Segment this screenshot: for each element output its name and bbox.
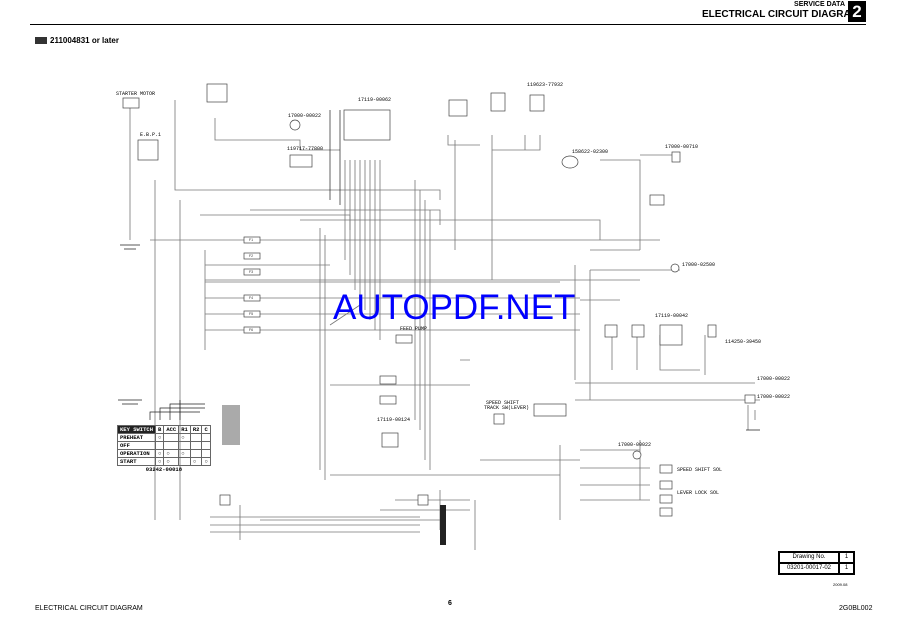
relay-symbol: [379, 395, 397, 405]
connector-block: [440, 505, 446, 545]
solenoid-symbol: [659, 480, 673, 490]
fuse-label: F2: [249, 254, 253, 258]
drawing-label: Drawing No.: [779, 552, 839, 563]
light-switch-symbol: [631, 324, 645, 338]
lamp-symbol: [289, 119, 301, 131]
serial-tag-icon: [35, 37, 47, 44]
row-label: PREHEAT: [116, 433, 157, 442]
key-switch-table: KEY SWITCH B ACC R1 R2 C PREHEAT○○ OFF O…: [116, 425, 211, 473]
serial-range: 211004831 or later: [35, 36, 119, 45]
components: [118, 83, 760, 545]
part-label: 17119-00124: [377, 417, 410, 423]
part-label: 17000-00022: [288, 113, 321, 119]
part-label: 17000-00022: [757, 394, 790, 400]
part-label: 17000-00022: [757, 376, 790, 382]
document-code: 2G0BL002: [839, 605, 873, 612]
part-label: 17119-00042: [655, 313, 688, 319]
starter-motor-label: STARTER MOTOR: [116, 91, 155, 97]
key-switch-part: 03242-00018: [145, 466, 183, 473]
fuse-label: F3: [249, 270, 253, 274]
lever-lock-sol-label: LEVER LOCK SOL: [677, 490, 719, 496]
sensor-symbol: [561, 155, 579, 169]
solenoid-symbol: [659, 464, 673, 474]
lamp-symbol: [744, 394, 756, 404]
fuse-label: F5: [249, 312, 253, 316]
row-label: OPERATION: [116, 449, 157, 458]
fuse-f6: [243, 326, 261, 334]
page-number: 6: [448, 600, 452, 607]
speed-shift-sol-label: SPEED SHIFT SOL: [677, 467, 722, 473]
labels: STARTER MOTOR E.B.P.1 17000-00022 119717…: [116, 82, 790, 496]
fuse-label: F6: [249, 328, 253, 332]
ecu-label: E.B.P.1: [140, 132, 161, 138]
fuse-label: F1: [249, 238, 253, 242]
header-divider: [30, 24, 866, 25]
horn-symbol: [671, 151, 681, 163]
wiring: [129, 100, 760, 550]
drawing-date: 2009.08: [833, 582, 848, 587]
light-switch-symbol: [604, 324, 618, 338]
ground-symbol: [118, 244, 760, 431]
sensor-symbol: [707, 324, 717, 338]
part-label: 119717-77800: [287, 146, 323, 152]
switch-symbol: [448, 99, 468, 117]
fuse-label: F4: [249, 296, 253, 300]
row-label: OFF: [116, 441, 157, 450]
column-header: R2: [189, 425, 203, 434]
page-title: ELECTRICAL CIRCUIT DIAGRAM: [701, 9, 859, 20]
feed-pump-symbol: [395, 334, 413, 344]
lamp-symbol: [670, 263, 680, 273]
switch-symbol: [381, 432, 399, 448]
part-label: 17000-00710: [665, 144, 698, 150]
section-label: SERVICE DATA: [794, 1, 845, 8]
feed-pump-label: FEED PUMP: [400, 326, 427, 332]
watermark: AUTOPDF.NET: [333, 288, 576, 327]
connector-block: [222, 405, 240, 445]
relay-symbol: [379, 375, 397, 385]
ecu-symbol: [137, 139, 159, 161]
solenoid-symbol: [659, 507, 673, 517]
sheet-number: 1: [839, 552, 854, 563]
speed-shift-switch-label: SPEED SHIFT: [486, 400, 519, 406]
solenoid-symbol: [659, 494, 673, 504]
relay-symbol: [206, 83, 228, 103]
drawing-number: 03201-00017-02: [779, 563, 839, 574]
column-header: C: [201, 425, 211, 434]
glow-plug-symbol: [289, 154, 313, 168]
chapter-badge: 2: [848, 1, 866, 22]
fuse-f3: [243, 268, 261, 276]
key-switch-title: KEY SWITCH: [116, 425, 157, 434]
connector-block: [533, 403, 567, 417]
fuse-f1: [243, 236, 261, 244]
connector-block: [659, 324, 683, 346]
lamp-symbol: [632, 450, 642, 460]
switch-symbol: [493, 413, 505, 425]
serial-text: 211004831 or later: [50, 36, 119, 45]
meter-symbol: [649, 194, 665, 206]
connector-block: [343, 109, 391, 141]
part-label: 17000-00022: [618, 442, 651, 448]
fuse-f4: [243, 294, 261, 302]
switch-symbol: [219, 494, 231, 506]
column-header: ACC: [163, 425, 180, 434]
column-header: B: [154, 425, 165, 434]
part-label: 119623-77932: [527, 82, 563, 88]
part-label: 114250-39450: [725, 339, 761, 345]
part-label: 158622-02300: [572, 149, 608, 155]
footer-title: ELECTRICAL CIRCUIT DIAGRAM: [35, 605, 143, 612]
fuse-f5: [243, 310, 261, 318]
starter-motor-symbol: [122, 97, 140, 109]
speed-shift-switch-label-2: TRACK SW(LEVER): [484, 405, 529, 411]
column-header: R1: [178, 425, 191, 434]
drawing-number-box: Drawing No. 1 03201-00017-02 1: [778, 551, 855, 575]
fuse-f2: [243, 252, 261, 260]
switch-symbol: [529, 94, 545, 112]
part-label: 17119-00062: [358, 97, 391, 103]
row-label: START: [116, 457, 157, 466]
switch-symbol: [490, 92, 506, 112]
sheet-total: 1: [839, 563, 854, 574]
part-label: 17000-02500: [682, 262, 715, 268]
switch-symbol: [417, 494, 429, 506]
